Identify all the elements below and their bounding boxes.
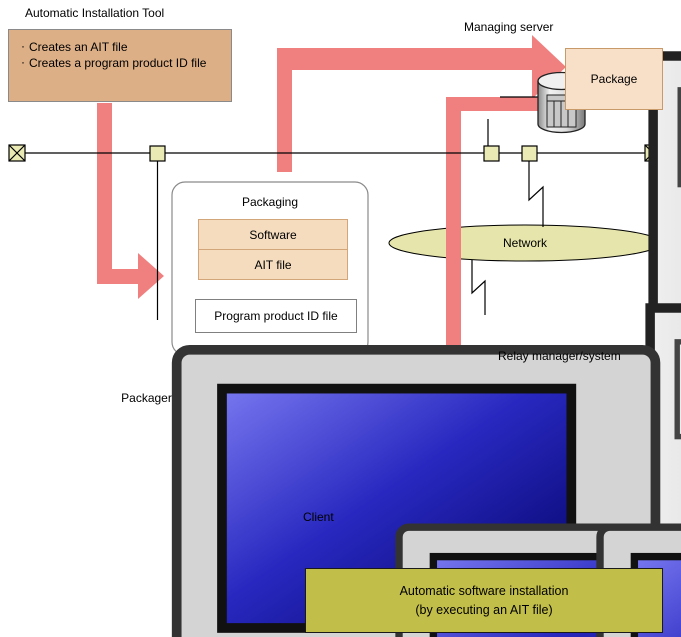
packaging-title: Packaging [241, 195, 299, 209]
network-terminator-x-icon [8, 144, 26, 162]
package-label: Package [590, 72, 638, 86]
network-tap-node [149, 145, 166, 162]
tool-bullet-text: Creates an AIT file [29, 40, 128, 54]
tool-bullet-text: Creates a program product ID file [29, 56, 207, 70]
packager-label: Packager [121, 391, 172, 405]
flow-arrow-package-transfer [277, 35, 566, 172]
result-line2: (by executing an AIT file) [415, 602, 553, 617]
program-product-id-file-label: Program product ID file [214, 309, 338, 323]
tool-description-box: · Creates an AIT file · Creates a progra… [8, 29, 232, 102]
tool-bullet-item: · Creates an AIT file [17, 39, 223, 55]
managing-server-label: Managing server [464, 20, 554, 34]
result-box: Automatic software installation (by exec… [305, 568, 663, 633]
network-tap-node [483, 145, 500, 162]
diagram-title: Automatic Installation Tool [25, 6, 165, 20]
ait-file-box: AIT file [198, 249, 348, 280]
flow-arrow-create-files [97, 103, 164, 299]
network-label: Network [502, 236, 547, 250]
ait-file-label: AIT file [254, 257, 292, 272]
network-tap-node [521, 145, 538, 162]
relay-manager-label: Relay manager/system [498, 349, 621, 363]
result-line1: Automatic software installation [399, 583, 569, 598]
package-box: Package [565, 48, 663, 110]
software-box: Software [198, 219, 348, 250]
bullet-dot: · [21, 55, 25, 69]
downlink-zigzag-line [471, 260, 486, 315]
bullet-dot: · [21, 39, 25, 53]
uplink-zigzag-line [528, 161, 544, 227]
tool-bullet-item: · Creates a program product ID file [17, 55, 223, 71]
program-product-id-file-box: Program product ID file [195, 299, 357, 333]
client-label: Client [303, 510, 334, 524]
software-label: Software [249, 227, 297, 242]
